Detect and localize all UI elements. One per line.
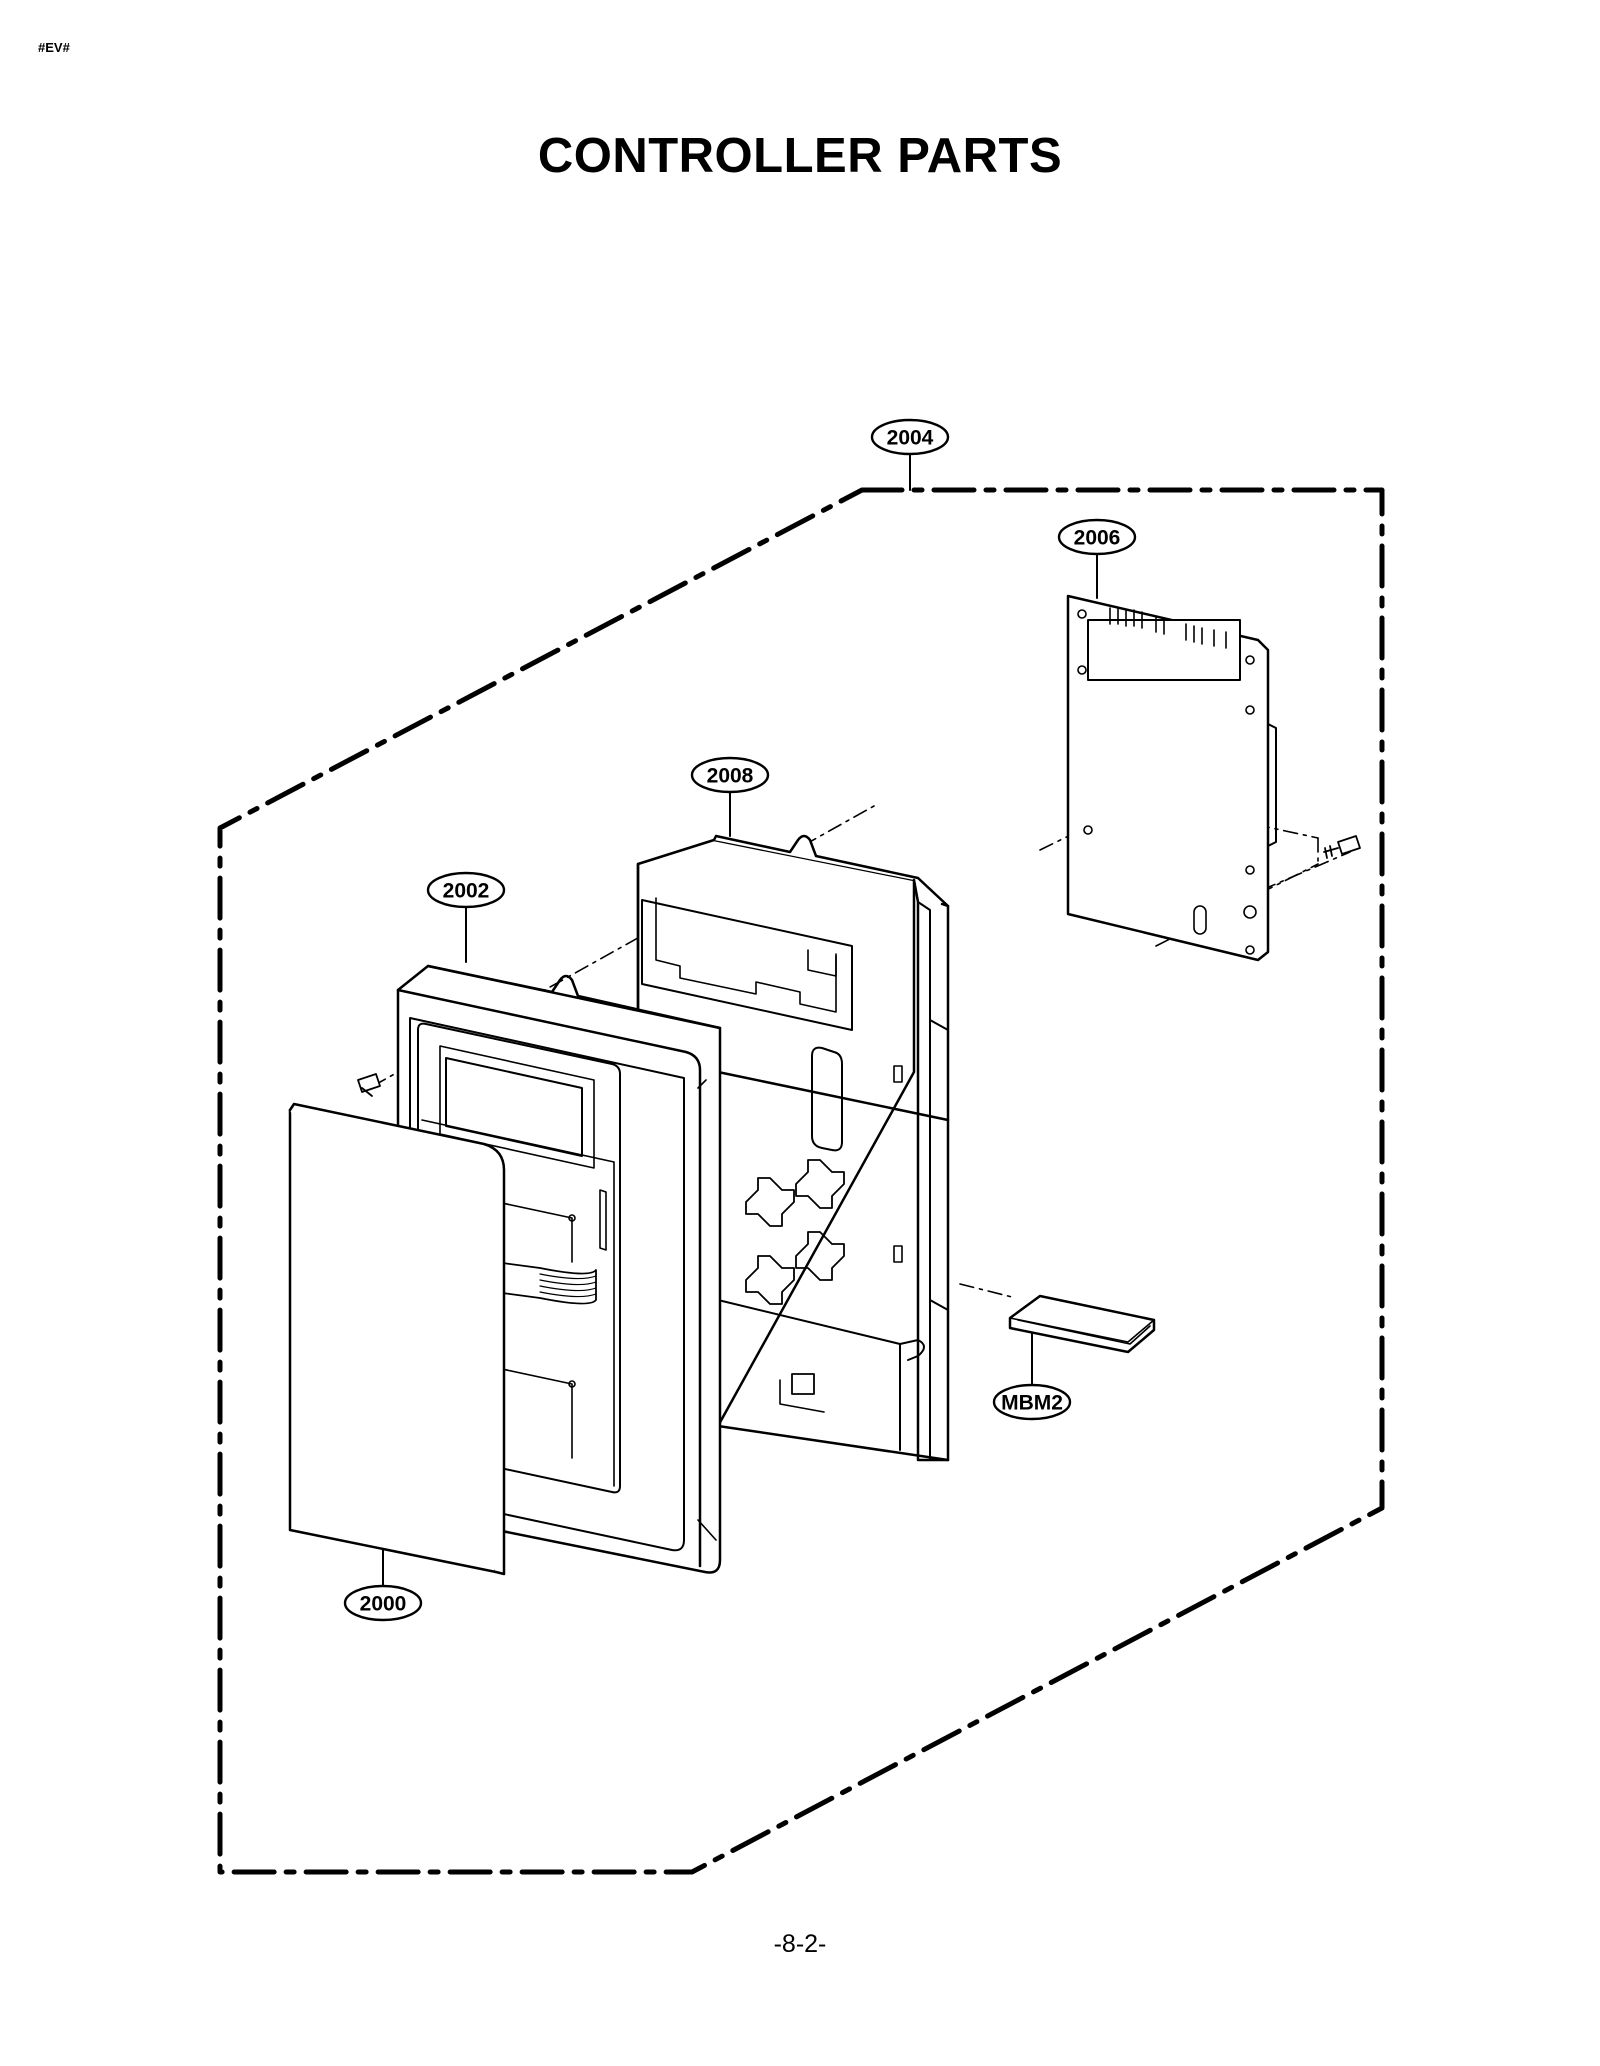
callout-labels: 2004 2006 2008 2002 2000 MBM2: [360, 427, 1121, 1616]
cable-connector: [1008, 1294, 1156, 1354]
callout-2002: 2002: [443, 880, 490, 903]
screw-frame: [357, 1073, 381, 1097]
key-cutouts: [745, 1159, 845, 1305]
callout-2000: 2000: [360, 1593, 407, 1616]
document-tag: #EV#: [38, 40, 70, 55]
membrane-panel: [288, 1102, 506, 1576]
callout-2006: 2006: [1074, 527, 1121, 550]
page-number: -8-2-: [773, 1930, 827, 1958]
page-title: CONTROLLER PARTS: [537, 129, 1063, 183]
screw-pcb: [1323, 835, 1361, 859]
pcb-board: [1066, 594, 1277, 962]
callout-2004: 2004: [887, 427, 934, 450]
callout-2008: 2008: [707, 765, 754, 788]
callouts: [343, 418, 1137, 1622]
assembly-boundary: [217, 487, 1385, 1875]
callout-mbm2: MBM2: [1001, 1392, 1063, 1415]
